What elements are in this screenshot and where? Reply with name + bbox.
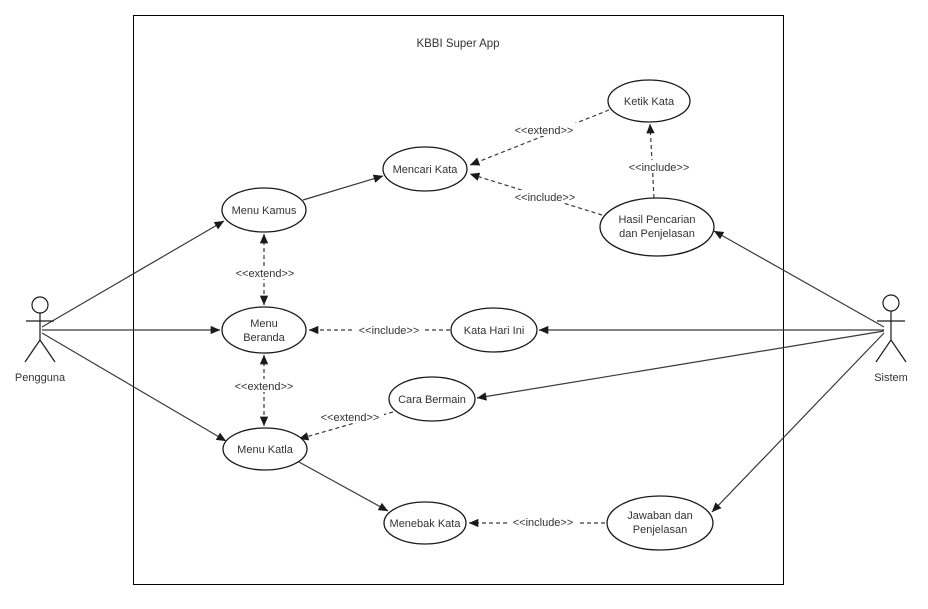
usecase-label: Menebak Kata — [390, 518, 462, 530]
include-label-hasil-mencari: <<include>> — [515, 192, 576, 204]
usecase-menu-beranda: Menu Beranda — [221, 306, 307, 354]
usecase-label: Cara Bermain — [398, 394, 466, 406]
usecase-ellipse — [222, 427, 308, 471]
actor-pengguna: Pengguna — [15, 296, 66, 384]
edge-sistem-cara-bermain — [476, 330, 885, 401]
label-bg — [230, 379, 298, 392]
usecase-label: Kata Hari Ini — [464, 325, 525, 337]
include-label-hasil-ketik: <<include>> — [629, 162, 690, 174]
actor-body — [875, 311, 907, 363]
extend-label-carabermain-katla: <<extend>> — [321, 412, 380, 424]
edge-include-hasil-pencarian-mencari-kata — [469, 172, 603, 216]
usecase-label-line2: Beranda — [243, 332, 285, 344]
usecase-menu-katla: Menu Katla — [222, 427, 308, 471]
usecase-label-line1: Jawaban dan — [627, 510, 692, 522]
usecase-menu-kamus: Menu Kamus — [221, 187, 307, 233]
extend-label-beranda-katla: <<extend>> — [235, 381, 294, 393]
usecase-cara-bermain: Cara Bermain — [388, 376, 476, 422]
usecase-mencari-kata: Mencari Kata — [382, 146, 468, 192]
usecase-ellipse — [450, 307, 538, 353]
actor-head — [882, 294, 900, 312]
usecase-ketik-kata: Ketik Kata — [607, 79, 691, 123]
usecase-ellipse — [599, 197, 715, 257]
label-bg — [231, 266, 299, 279]
extend-label-kamus-beranda: <<extend>> — [236, 268, 295, 280]
label-bg — [510, 123, 578, 136]
actor-sistem-label: Sistem — [874, 372, 908, 384]
usecase-label: Menu Kamus — [232, 205, 297, 217]
usecase-ellipse — [382, 146, 468, 192]
label-bg — [625, 160, 693, 173]
association-edges — [41, 174, 885, 513]
usecase-label: Ketik Kata — [624, 96, 675, 108]
label-bg — [511, 190, 579, 203]
usecase-ellipse — [383, 501, 467, 545]
diagram-title: KBBI Super App — [416, 38, 499, 50]
label-bg — [355, 323, 423, 336]
edge-pengguna-menu-kamus — [41, 220, 225, 328]
usecase-label-line2: Penjelasan — [633, 524, 687, 536]
usecase-ellipse — [388, 376, 476, 422]
include-label-katahariini-beranda: <<include>> — [359, 325, 420, 337]
usecase-jawaban-dan-penjelasan: Jawaban dan Penjelasan — [606, 495, 714, 551]
label-bg — [509, 515, 577, 528]
usecase-ellipse — [606, 495, 714, 551]
usecase-label-line1: Menu — [250, 318, 278, 330]
edge-extend-ketik-kata-mencari-kata — [469, 109, 610, 166]
stereotype-labels: <<extend>> <<include>> <<include>> <<ext… — [230, 123, 693, 529]
edge-pengguna-menu-katla — [41, 332, 227, 442]
usecase-hasil-pencarian: Hasil Pencarian dan Penjelasan — [599, 197, 715, 257]
edge-sistem-hasil-pencarian — [713, 230, 885, 328]
actor-body — [24, 313, 56, 363]
usecase-ellipse — [607, 79, 691, 123]
actor-pengguna-label: Pengguna — [15, 372, 66, 384]
usecase-menebak-kata: Menebak Kata — [383, 501, 467, 545]
usecase-label: Mencari Kata — [393, 164, 459, 176]
usecase-ellipse — [221, 306, 307, 354]
usecase-label-line1: Hasil Pencarian — [618, 214, 695, 226]
edge-menu-kamus-mencari-kata — [302, 174, 384, 201]
usecase-label: Menu Katla — [237, 444, 294, 456]
include-label-jawaban-menebak: <<include>> — [513, 517, 574, 529]
edge-menu-katla-menebak-kata — [298, 461, 389, 512]
extend-label-ketik-mencari: <<extend>> — [515, 125, 574, 137]
usecase-ellipse — [221, 187, 307, 233]
system-boundary-frame — [133, 15, 784, 585]
usecase-label-line2: dan Penjelasan — [619, 228, 695, 240]
actor-head — [31, 296, 49, 314]
usecase-kata-hari-ini: Kata Hari Ini — [450, 307, 538, 353]
edge-sistem-jawaban — [711, 332, 885, 513]
actor-sistem: Sistem — [874, 294, 908, 384]
label-bg — [316, 410, 384, 423]
